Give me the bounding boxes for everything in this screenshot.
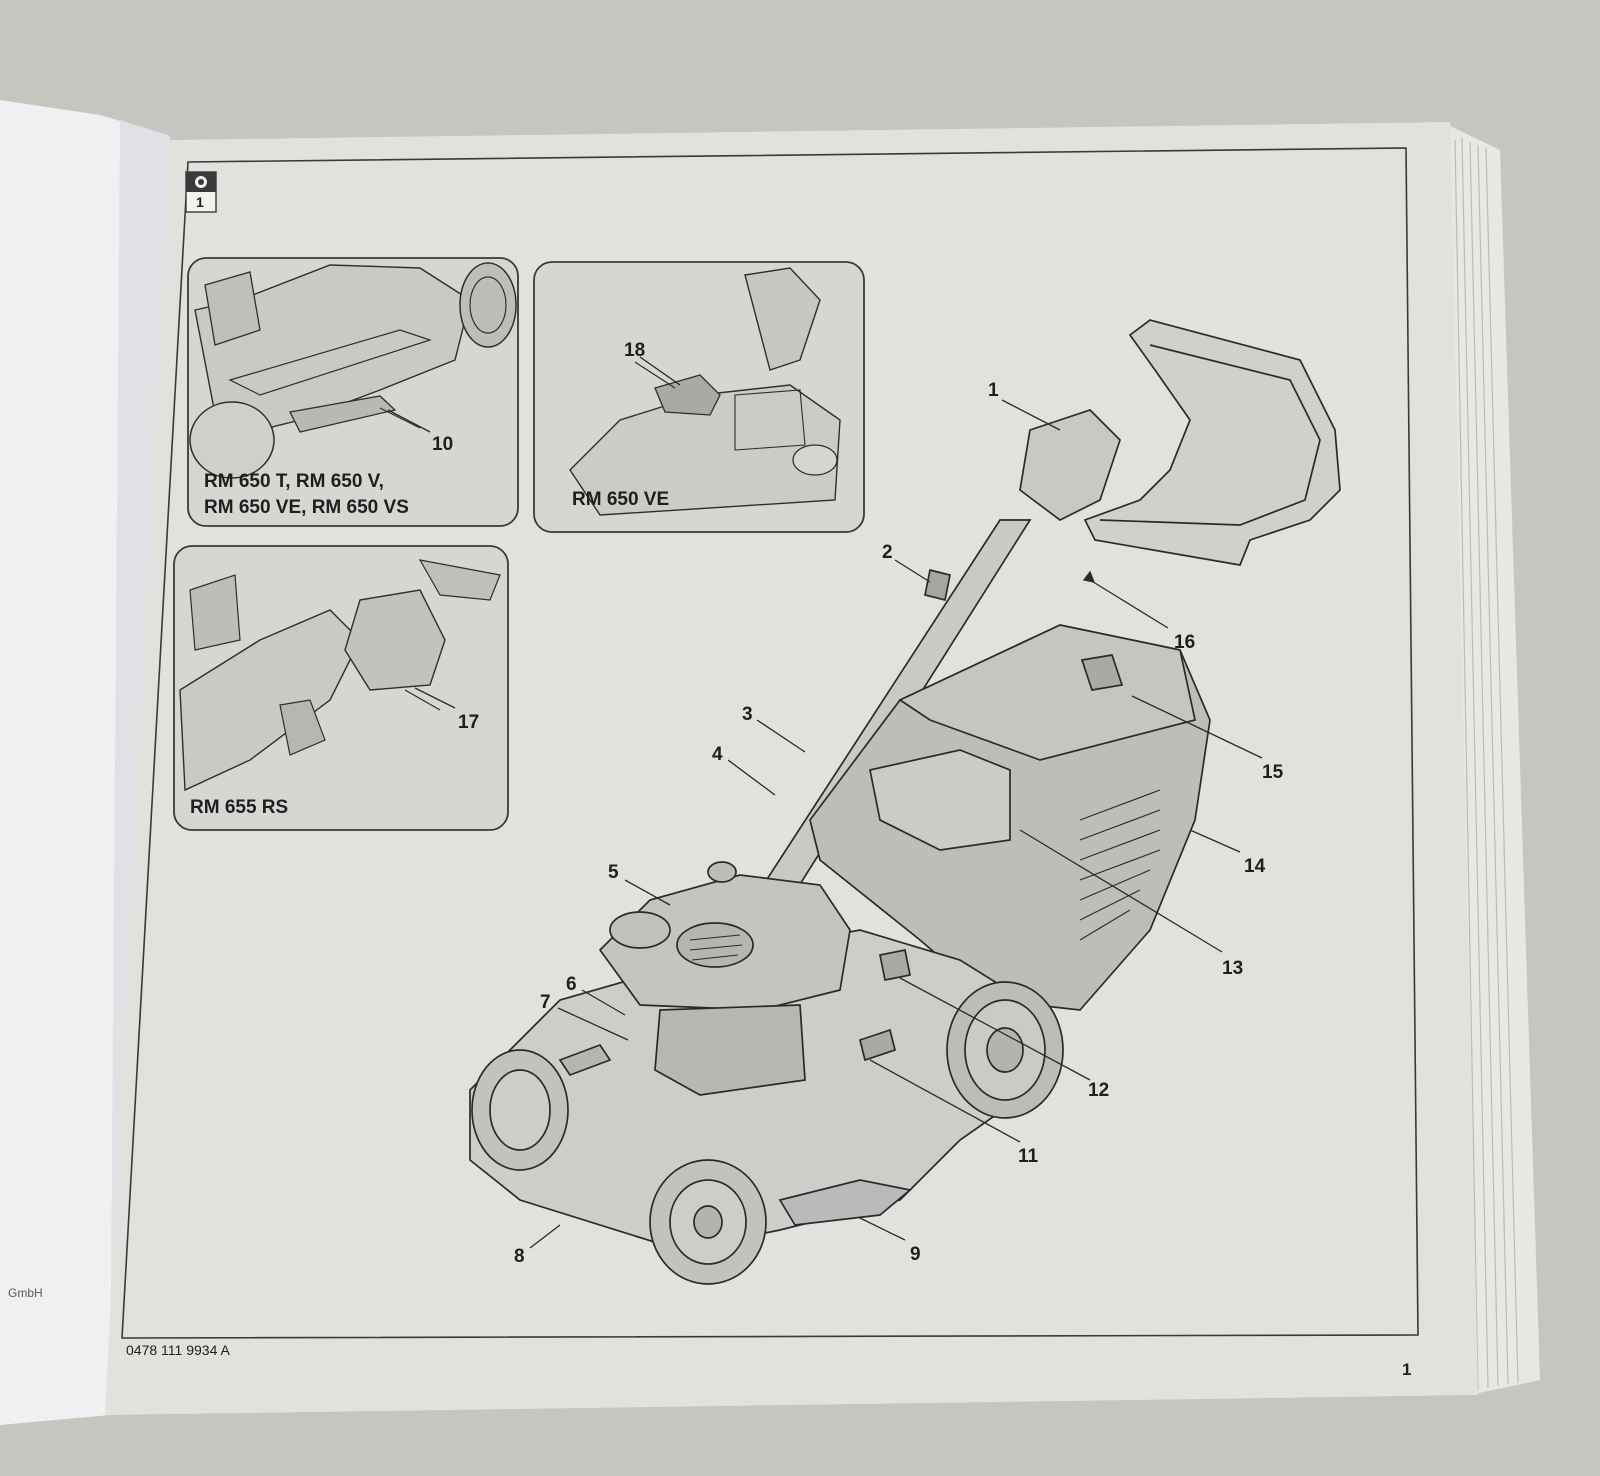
document-code: 0478 111 9934 A	[126, 1342, 230, 1358]
inset-top-left	[187, 257, 519, 527]
inset-top-right-model: RM 650 VE	[572, 489, 670, 510]
page-frame	[121, 147, 1419, 1339]
figure-number: 1	[196, 194, 204, 210]
callout-2: 2	[882, 542, 893, 563]
inset-top-left-models-line1: RM 650 T, RM 650 V,	[204, 471, 384, 492]
figure-badge	[185, 171, 217, 213]
callout-11: 11	[1018, 1146, 1039, 1167]
callout-10: 10	[432, 434, 454, 455]
callout-8: 8	[514, 1246, 525, 1267]
callout-12: 12	[1088, 1080, 1110, 1101]
callout-leader-lines	[387, 356, 1263, 1249]
callout-15: 15	[1262, 762, 1284, 783]
callout-17: 17	[458, 712, 480, 733]
page-number: 1	[1402, 1360, 1412, 1379]
left-page-text-fragment: GmbH	[8, 1286, 43, 1300]
inset-top-left-models-line2: RM 650 VE, RM 650 VS	[204, 497, 409, 518]
callout-18: 18	[624, 340, 646, 361]
callout-3: 3	[742, 704, 753, 725]
callout-4: 4	[712, 744, 723, 765]
callout-9: 9	[910, 1244, 921, 1265]
callout-13: 13	[1222, 958, 1244, 979]
inset-bottom-left	[173, 545, 509, 831]
lawn-mower-illustration	[469, 319, 1341, 1285]
inset-bottom-left-model: RM 655 RS	[190, 797, 289, 818]
callout-5: 5	[608, 862, 619, 883]
callout-14: 14	[1244, 856, 1266, 877]
callout-7: 7	[540, 992, 551, 1013]
inset-top-right	[533, 261, 865, 533]
callout-16: 16	[1174, 632, 1196, 653]
callout-1: 1	[988, 380, 999, 401]
callout-6: 6	[566, 974, 577, 995]
